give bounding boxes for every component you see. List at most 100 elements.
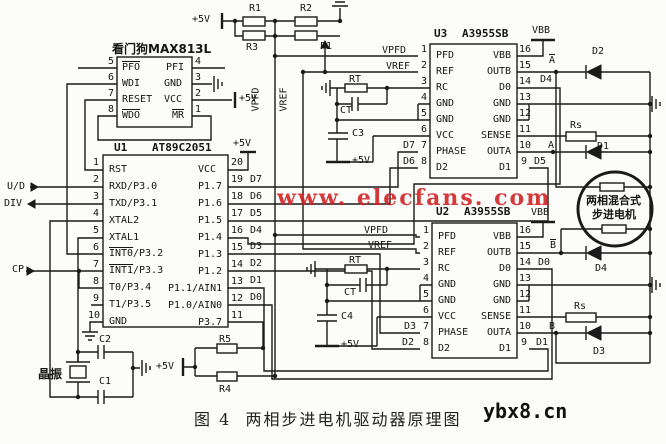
u1-xtal1-label: XTAL1 (109, 232, 140, 243)
u1-pin13-num: 13 (231, 276, 244, 287)
resistor-r4 (216, 371, 238, 382)
u2-pin11-num: 11 (519, 305, 532, 316)
u1-pin8-num: 8 (93, 276, 100, 287)
u3-pin5-num: 5 (421, 108, 428, 119)
ground-icon (141, 360, 151, 376)
vref-rail-label: VREF (278, 87, 290, 112)
u3-pin12-num: 12 (519, 108, 532, 119)
u1-pin2-num: 2 (93, 174, 100, 185)
u3-d5-ext-label: D5 (534, 156, 547, 167)
u1-p13-label: P1.3 (198, 249, 223, 260)
rs2-label: Rs (574, 301, 587, 312)
u1-int1-rest: /P3.3 (133, 265, 164, 276)
wd-pin3-num: 3 (195, 72, 202, 83)
wd-pin6-num: 6 (108, 72, 115, 83)
u2-gnd12-label: GND (493, 295, 512, 306)
u1-xtal2-label: XTAL2 (109, 215, 140, 226)
bl-5v-label: +5V (156, 361, 175, 372)
rs1-label: Rs (570, 120, 583, 131)
rt2-label: RT (349, 255, 362, 266)
wd-gnd-label: GND (164, 78, 183, 89)
watchdog-title: 看门狗MAX813L (112, 42, 212, 56)
watermark-ybx8: ybx8.cn (483, 399, 568, 423)
resistor-rt2 (344, 264, 368, 274)
u2-vcc-label: VCC (438, 311, 457, 322)
ground-icon (651, 96, 661, 112)
u2-rc-cluster (315, 264, 432, 348)
u1-pin18-num: 18 (231, 191, 244, 202)
ct2-label: CT (344, 287, 357, 298)
u3-d2-label: D2 (436, 162, 449, 173)
phase-abar-label: A (549, 55, 556, 66)
diode-d3-label: D3 (593, 346, 606, 357)
u3-pin11-num: 11 (519, 124, 532, 135)
crystal-symbol (69, 365, 87, 379)
u3-pin7-num: 7 (421, 140, 428, 151)
u1-txd-label: TXD/P3.1 (109, 198, 158, 209)
u1-p12-label: P1.2 (198, 266, 223, 277)
wd-pfo-label: PFO (122, 62, 141, 73)
u2-d0-label: D0 (499, 263, 512, 274)
u1-rst-label: RST (109, 164, 128, 175)
u3-phase-label: PHASE (436, 146, 467, 157)
u1-p11-label: P1.1/AIN1 (168, 283, 223, 294)
u2-pin12-num: 12 (519, 289, 532, 300)
u2-phase-label: PHASE (438, 327, 469, 338)
u3-pin2-num: 2 (421, 60, 428, 71)
u1-pin3-num: 3 (93, 191, 100, 202)
u2-vbb-supply-label: VBB (531, 207, 550, 218)
ground-icon (306, 261, 316, 277)
u1-pin7-num: 7 (93, 259, 100, 270)
wd-pin7-num: 7 (108, 88, 115, 99)
wd-pin1-num: 1 (195, 104, 202, 115)
u3-rc-cluster (326, 83, 430, 164)
u3-rc-label: RC (436, 82, 449, 93)
u2-gnd13-label: GND (493, 279, 512, 290)
r4-label: R4 (219, 384, 232, 395)
u3-pin10-num: 10 (519, 140, 532, 151)
u1-pin10-num: 10 (88, 310, 101, 321)
u1-pin19-num: 19 (231, 174, 244, 185)
u1-pin1-num: 1 (93, 157, 100, 168)
u2-vpfd-ext-label: VPFD (364, 225, 389, 236)
u1-t0-label: T0/P3.4 (109, 282, 152, 293)
u1-pin6-num: 6 (93, 242, 100, 253)
top-reference-network (220, 8, 420, 376)
u3-outb-label: OUTB (487, 66, 512, 77)
u2-d2-label: D2 (438, 343, 451, 354)
u1-pin15-num: 15 (231, 242, 244, 253)
u2-pin8-num: 8 (423, 337, 430, 348)
cp-arrow-icon (26, 266, 36, 276)
u3-d7-ext-label: D7 (403, 140, 416, 151)
resistor-rs1 (565, 131, 597, 142)
resistor-rs2 (565, 312, 597, 323)
ct1-label: CT (340, 105, 353, 116)
c4-5v-label: +5V (341, 339, 360, 350)
stepper-motor (576, 170, 654, 248)
c2-label: C2 (99, 334, 112, 345)
wd-mr-label: MR (172, 110, 185, 121)
wd-vcc-label: VCC (164, 94, 183, 105)
bus-d2-label: D2 (250, 258, 263, 269)
top-5v-label: +5V (192, 14, 211, 25)
u3-gnd13-label: GND (493, 98, 512, 109)
input-ud-label: U/D (7, 181, 26, 192)
u2-outa-label: OUTA (487, 327, 512, 338)
bus-d7-label: D7 (250, 174, 263, 185)
u3-gnd5-label: GND (436, 114, 455, 125)
crystal-label: 晶振 (38, 367, 63, 381)
div-arrow-icon (26, 199, 36, 209)
u3-gnd4-label: GND (436, 98, 455, 109)
c4-label: C4 (341, 311, 354, 322)
u3-vcc-label: VCC (436, 130, 455, 141)
u2-gnd5-label: GND (438, 295, 457, 306)
wd-pin4-num: 4 (195, 56, 202, 67)
motor-text-line2: 步进电机 (592, 208, 636, 221)
resistor-r3 (242, 30, 266, 41)
phase-a-label: A (548, 140, 555, 151)
motor-text-line1: 两相混合式 (586, 194, 641, 207)
u3-pin1-num: 1 (421, 44, 428, 55)
motor-winding-a (599, 182, 625, 192)
resistor-r5 (216, 343, 238, 354)
